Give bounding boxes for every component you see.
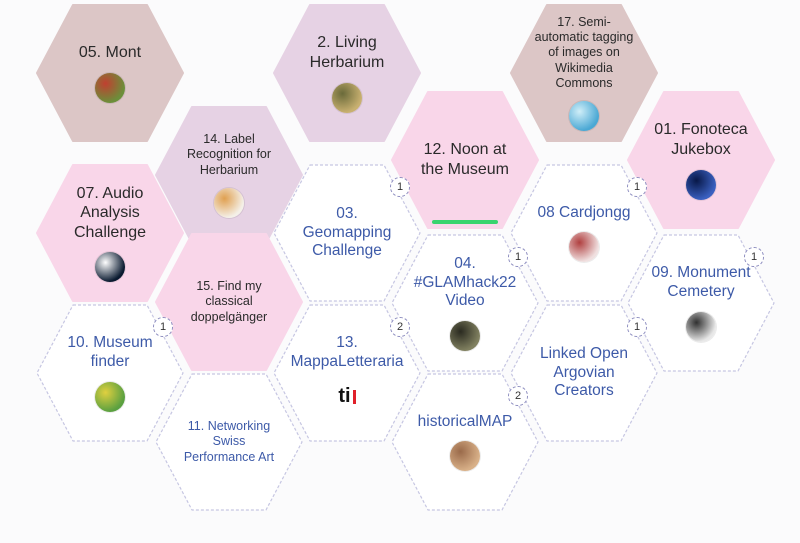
hexagon-shape	[627, 234, 775, 372]
project-title: 17. Semi-automatic tagging of images on …	[534, 14, 634, 90]
hexagon-shape	[273, 304, 421, 442]
hexagon-shape	[510, 4, 658, 142]
project-title: historicalMAP	[417, 412, 513, 430]
project-title: 05. Mont	[78, 44, 142, 62]
project-hexagon[interactable]: 13. MappaLetteraria ti 2	[272, 303, 422, 443]
project-title: 07. Audio Analysis Challenge	[73, 184, 147, 241]
project-hexagon[interactable]: 15. Find my classical doppelgänger	[154, 232, 304, 372]
project-title: Linked Open Argovian Creators	[540, 344, 628, 400]
hexagon-shape	[155, 233, 303, 371]
hexagon-shape	[391, 91, 539, 229]
project-thumbnail	[450, 441, 480, 472]
hexagon-shape	[36, 164, 184, 302]
project-thumbnail	[686, 169, 716, 200]
project-title: 08 Cardjongg	[537, 203, 631, 221]
project-hexagon[interactable]: 11. Networking Swiss Performance Art	[154, 372, 304, 512]
participant-count-badge: 2	[390, 317, 410, 337]
project-thumbnail	[214, 187, 244, 218]
logo-text: ti	[338, 385, 351, 408]
project-title: 2. Living Herbarium	[309, 34, 385, 71]
project-thumbnail	[95, 72, 125, 103]
rsi-logo-icon: ti	[332, 381, 362, 412]
hexagon-shape	[391, 234, 539, 372]
project-hexagon[interactable]: historicalMAP 2	[390, 372, 540, 512]
project-title: 04. #GLAMhack22 Video	[413, 254, 517, 310]
project-hexagon[interactable]: 14. Label Recognition for Herbarium	[154, 105, 304, 245]
participant-count-badge: 2	[508, 386, 528, 406]
project-thumbnail	[450, 321, 480, 352]
hexagon-shape	[273, 4, 421, 142]
participant-count-badge: 1	[390, 177, 410, 197]
project-thumbnail	[95, 252, 125, 283]
project-title: 09. Monument Cemetery	[651, 264, 751, 300]
hexagon-shape	[36, 304, 184, 442]
project-hexagon[interactable]: 07. Audio Analysis Challenge	[35, 163, 185, 303]
participant-count-badge: 1	[508, 247, 528, 267]
project-hexagon[interactable]: 12. Noon at the Museum	[390, 90, 540, 230]
project-thumbnail	[332, 82, 362, 113]
project-thumbnail	[569, 232, 599, 263]
participant-count-badge: 1	[627, 177, 647, 197]
project-hexagon[interactable]: 03. Geomapping Challenge 1	[272, 163, 422, 303]
participant-count-badge: 1	[744, 247, 764, 267]
project-title: 12. Noon at the Museum	[420, 141, 510, 178]
project-title: 01. Fonoteca Jukebox	[654, 121, 748, 158]
logo-red-bar	[352, 389, 356, 404]
participant-count-badge: 1	[627, 317, 647, 337]
project-title: 14. Label Recognition for Herbarium	[186, 132, 272, 177]
project-title: 13. MappaLetteraria	[290, 334, 404, 370]
project-thumbnail	[686, 311, 716, 342]
project-title: 15. Find my classical doppelgänger	[190, 279, 268, 324]
hexagon-shape	[510, 304, 658, 442]
project-thumbnail	[95, 381, 125, 412]
project-title: 03. Geomapping Challenge	[302, 204, 392, 260]
project-hexagon[interactable]: 08 Cardjongg 1	[509, 163, 659, 303]
project-hexagon[interactable]: 17. Semi-automatic tagging of images on …	[509, 3, 659, 143]
project-hexagon[interactable]: 01. Fonoteca Jukebox	[626, 90, 776, 230]
project-hexagon[interactable]: Linked Open Argovian Creators 1	[509, 303, 659, 443]
project-title: 11. Networking Swiss Performance Art	[183, 419, 275, 464]
hexagon-shape	[155, 373, 303, 511]
project-title: 10. Museum finder	[67, 334, 153, 370]
hexagon-shape	[627, 91, 775, 229]
progress-bar	[432, 220, 498, 224]
project-hexagon[interactable]: 2. Living Herbarium	[272, 3, 422, 143]
participant-count-badge: 1	[153, 317, 173, 337]
project-thumbnail	[569, 101, 599, 132]
project-hexagon[interactable]: 05. Mont	[35, 3, 185, 143]
hexagon-shape	[273, 164, 421, 302]
